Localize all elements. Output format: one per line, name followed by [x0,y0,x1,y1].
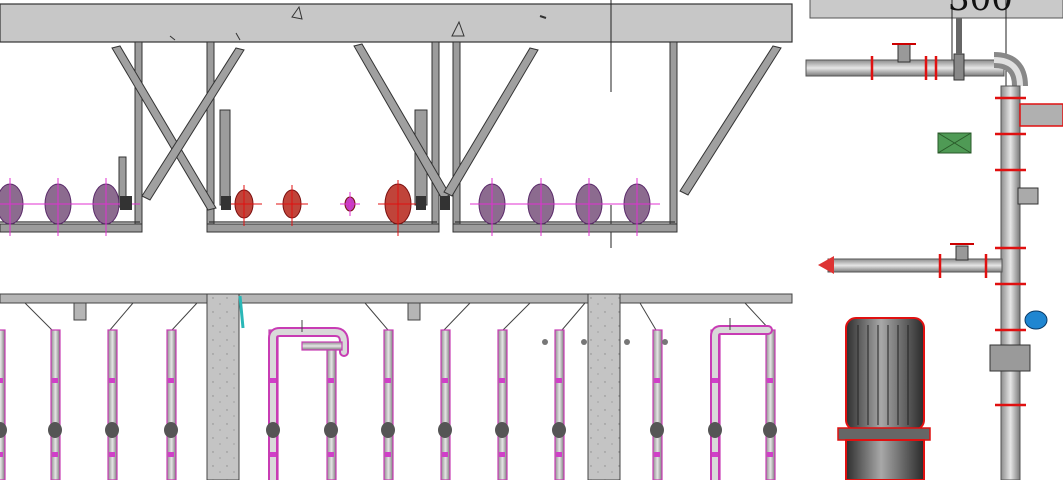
bottom-elevation-view [0,293,793,484]
hanger-posts [118,41,678,233]
concrete-column-right [587,293,621,481]
pipe-sections [0,178,660,236]
concrete-column-left [206,293,240,481]
pressure-gauge-icon [1024,310,1048,330]
channel-trays [0,223,678,233]
ceiling-slab [809,0,1063,19]
concrete-beam-top [0,3,793,43]
top-section-view [0,0,793,248]
slab [0,293,793,304]
vertical-pump-icon [837,317,931,481]
dimension-label: 300 [948,0,1013,16]
gate-valve-icon [989,344,1031,372]
pump-detail-view [805,0,1063,481]
diagonal-braces [111,43,782,211]
vertical-pipes [0,329,776,481]
pipe-fittings [0,422,777,438]
